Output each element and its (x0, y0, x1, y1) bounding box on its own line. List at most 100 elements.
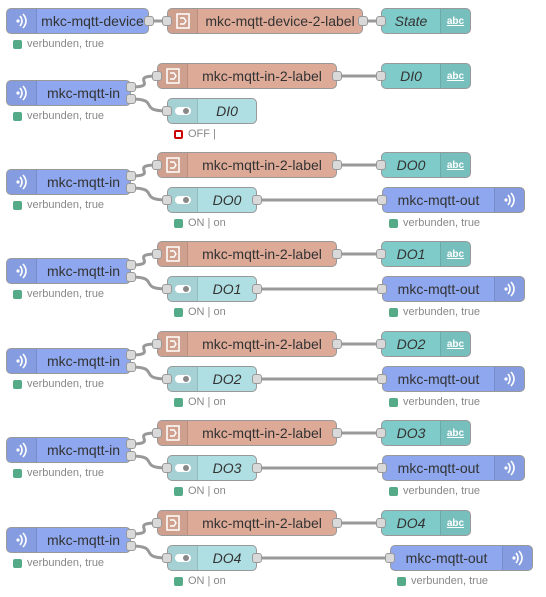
function-in-2-label-node-3-output-port-1[interactable] (332, 249, 342, 259)
text-state-node-input-port[interactable] (376, 16, 386, 26)
mqtt-in-node-5-label: mkc-mqtt-in (46, 442, 121, 458)
mqtt-in-node-1[interactable]: mkc-mqtt-in (6, 80, 131, 106)
status-text: verbunden, true (27, 288, 105, 300)
function-device-2-label-node-output-port-1[interactable] (358, 16, 368, 26)
mqtt-in-node-4[interactable]: mkc-mqtt-in (6, 348, 131, 374)
switch-node-4[interactable]: DO2 (167, 366, 257, 392)
function-in-2-label-node-6[interactable]: mkc-mqtt-in-2-label (157, 510, 337, 536)
switch-toggle-icon (168, 188, 198, 212)
mqtt-wireless-icon (494, 367, 524, 391)
switch-node-1-label: DI0 (216, 103, 238, 119)
mqtt-out-node-5-input-port[interactable] (377, 463, 387, 473)
mqtt-in-node-3-output-port-1[interactable] (126, 260, 136, 270)
mqtt-in-status-2: verbunden, true (13, 199, 104, 211)
function-in-2-label-node-6-input-port[interactable] (152, 518, 162, 528)
mqtt-out-node-2-input-port[interactable] (377, 195, 387, 205)
switch-node-5-output-port-1[interactable] (252, 463, 262, 473)
mqtt-out-node-4[interactable]: mkc-mqtt-out (382, 366, 525, 392)
mqtt-wireless-icon (7, 170, 37, 194)
mqtt-out-node-4-input-port[interactable] (377, 374, 387, 384)
switch-node-1[interactable]: DI0 (167, 98, 257, 124)
mqtt-in-node-6-output-port-1[interactable] (126, 529, 136, 539)
mqtt-in-node-4-output-port-2[interactable] (126, 362, 136, 372)
function-in-2-label-node-1-input-port[interactable] (152, 71, 162, 81)
text-node-6-input-port[interactable] (376, 518, 386, 528)
mqtt-in-node-1-output-port-2[interactable] (126, 94, 136, 104)
mqtt-in-node-6-output-port-2[interactable] (126, 541, 136, 551)
mqtt-in-node-2-output-port-1[interactable] (126, 171, 136, 181)
mqtt-in-node-6[interactable]: mkc-mqtt-in (6, 527, 131, 553)
switch-node-2-input-port[interactable] (162, 195, 172, 205)
function-in-2-label-node-4-label: mkc-mqtt-in-2-label (202, 336, 322, 352)
mqtt-device-status: verbunden, true (13, 38, 104, 50)
function-device-2-label-node-input-port[interactable] (162, 16, 172, 26)
mqtt-device-node-output-port-1[interactable] (144, 16, 154, 26)
text-node-1-input-port[interactable] (376, 71, 386, 81)
switch-node-3-output-port-1[interactable] (252, 284, 262, 294)
mqtt-in-node-4-output-port-1[interactable] (126, 350, 136, 360)
switch-node-3[interactable]: DO1 (167, 276, 257, 302)
mqtt-out-node-5[interactable]: mkc-mqtt-out (382, 455, 525, 481)
abc-icon-text: abc (446, 70, 465, 82)
function-in-2-label-node-2-input-port[interactable] (152, 160, 162, 170)
mqtt-in-node-2-output-port-2[interactable] (126, 183, 136, 193)
mqtt-in-node-3-output-port-2[interactable] (126, 272, 136, 282)
mqtt-in-node-3[interactable]: mkc-mqtt-in (6, 258, 131, 284)
function-in-2-label-node-6-output-port-1[interactable] (332, 518, 342, 528)
function-in-2-label-node-4-input-port[interactable] (152, 339, 162, 349)
switch-node-6[interactable]: DO4 (167, 545, 257, 571)
status-dot-icon (13, 200, 22, 210)
status-text: verbunden, true (411, 575, 489, 587)
mqtt-in-node-5[interactable]: mkc-mqtt-in (6, 437, 131, 463)
switch-node-6-input-port[interactable] (162, 553, 172, 563)
function-in-2-label-node-2-output-port-1[interactable] (332, 160, 342, 170)
switch-node-6-output-port-1[interactable] (252, 553, 262, 563)
mqtt-in-node-1-output-port-1[interactable] (126, 82, 136, 92)
text-node-4-input-port[interactable] (376, 339, 386, 349)
mqtt-out-status-4: verbunden, true (389, 396, 480, 408)
switch-node-4-output-port-1[interactable] (252, 374, 262, 384)
function-in-2-label-node-4-output-port-1[interactable] (332, 339, 342, 349)
switch-node-5[interactable]: DO3 (167, 455, 257, 481)
switch-node-4-input-port[interactable] (162, 374, 172, 384)
mqtt-in-node-5-output-port-2[interactable] (126, 451, 136, 461)
text-node-5-input-port[interactable] (376, 428, 386, 438)
mqtt-out-node-2[interactable]: mkc-mqtt-out (382, 187, 525, 213)
function-in-2-label-node-5[interactable]: mkc-mqtt-in-2-label (157, 420, 337, 446)
mqtt-in-node-2[interactable]: mkc-mqtt-in (6, 169, 131, 195)
function-in-2-label-node-5-output-port-1[interactable] (332, 428, 342, 438)
function-in-2-label-node-2[interactable]: mkc-mqtt-in-2-label (157, 152, 337, 178)
switch-toggle-icon (168, 546, 198, 570)
text-node-2-input-port[interactable] (376, 160, 386, 170)
switch-node-2-output-port-1[interactable] (252, 195, 262, 205)
function-in-2-label-node-1-output-port-1[interactable] (332, 71, 342, 81)
function-device-2-label-node[interactable]: mkc-mqtt-device-2-label (167, 8, 363, 34)
text-abc-icon: abc (440, 9, 470, 33)
mqtt-device-node[interactable]: mkc-mqtt-device (6, 8, 149, 34)
function-in-2-label-node-4[interactable]: mkc-mqtt-in-2-label (157, 331, 337, 357)
text-node-3-input-port[interactable] (376, 249, 386, 259)
switch-node-1-input-port[interactable] (162, 106, 172, 116)
status-dot-icon (13, 39, 22, 49)
switch-node-5-input-port[interactable] (162, 463, 172, 473)
mqtt-in-node-5-output-port-1[interactable] (126, 439, 136, 449)
function-in-2-label-node-5-input-port[interactable] (152, 428, 162, 438)
function-in-2-label-node-3[interactable]: mkc-mqtt-in-2-label (157, 241, 337, 267)
function-in-2-label-node-3-input-port[interactable] (152, 249, 162, 259)
function-in-2-label-node-1[interactable]: mkc-mqtt-in-2-label (157, 63, 337, 89)
mqtt-out-node-6[interactable]: mkc-mqtt-out (390, 545, 533, 571)
mqtt-out-node-3[interactable]: mkc-mqtt-out (382, 276, 525, 302)
mqtt-out-node-3-input-port[interactable] (377, 284, 387, 294)
switch-node-2[interactable]: DO0 (167, 187, 257, 213)
switch-node-3-input-port[interactable] (162, 284, 172, 294)
switch-status-5: ON | on (174, 485, 226, 497)
mqtt-out-node-6-input-port[interactable] (385, 553, 395, 563)
